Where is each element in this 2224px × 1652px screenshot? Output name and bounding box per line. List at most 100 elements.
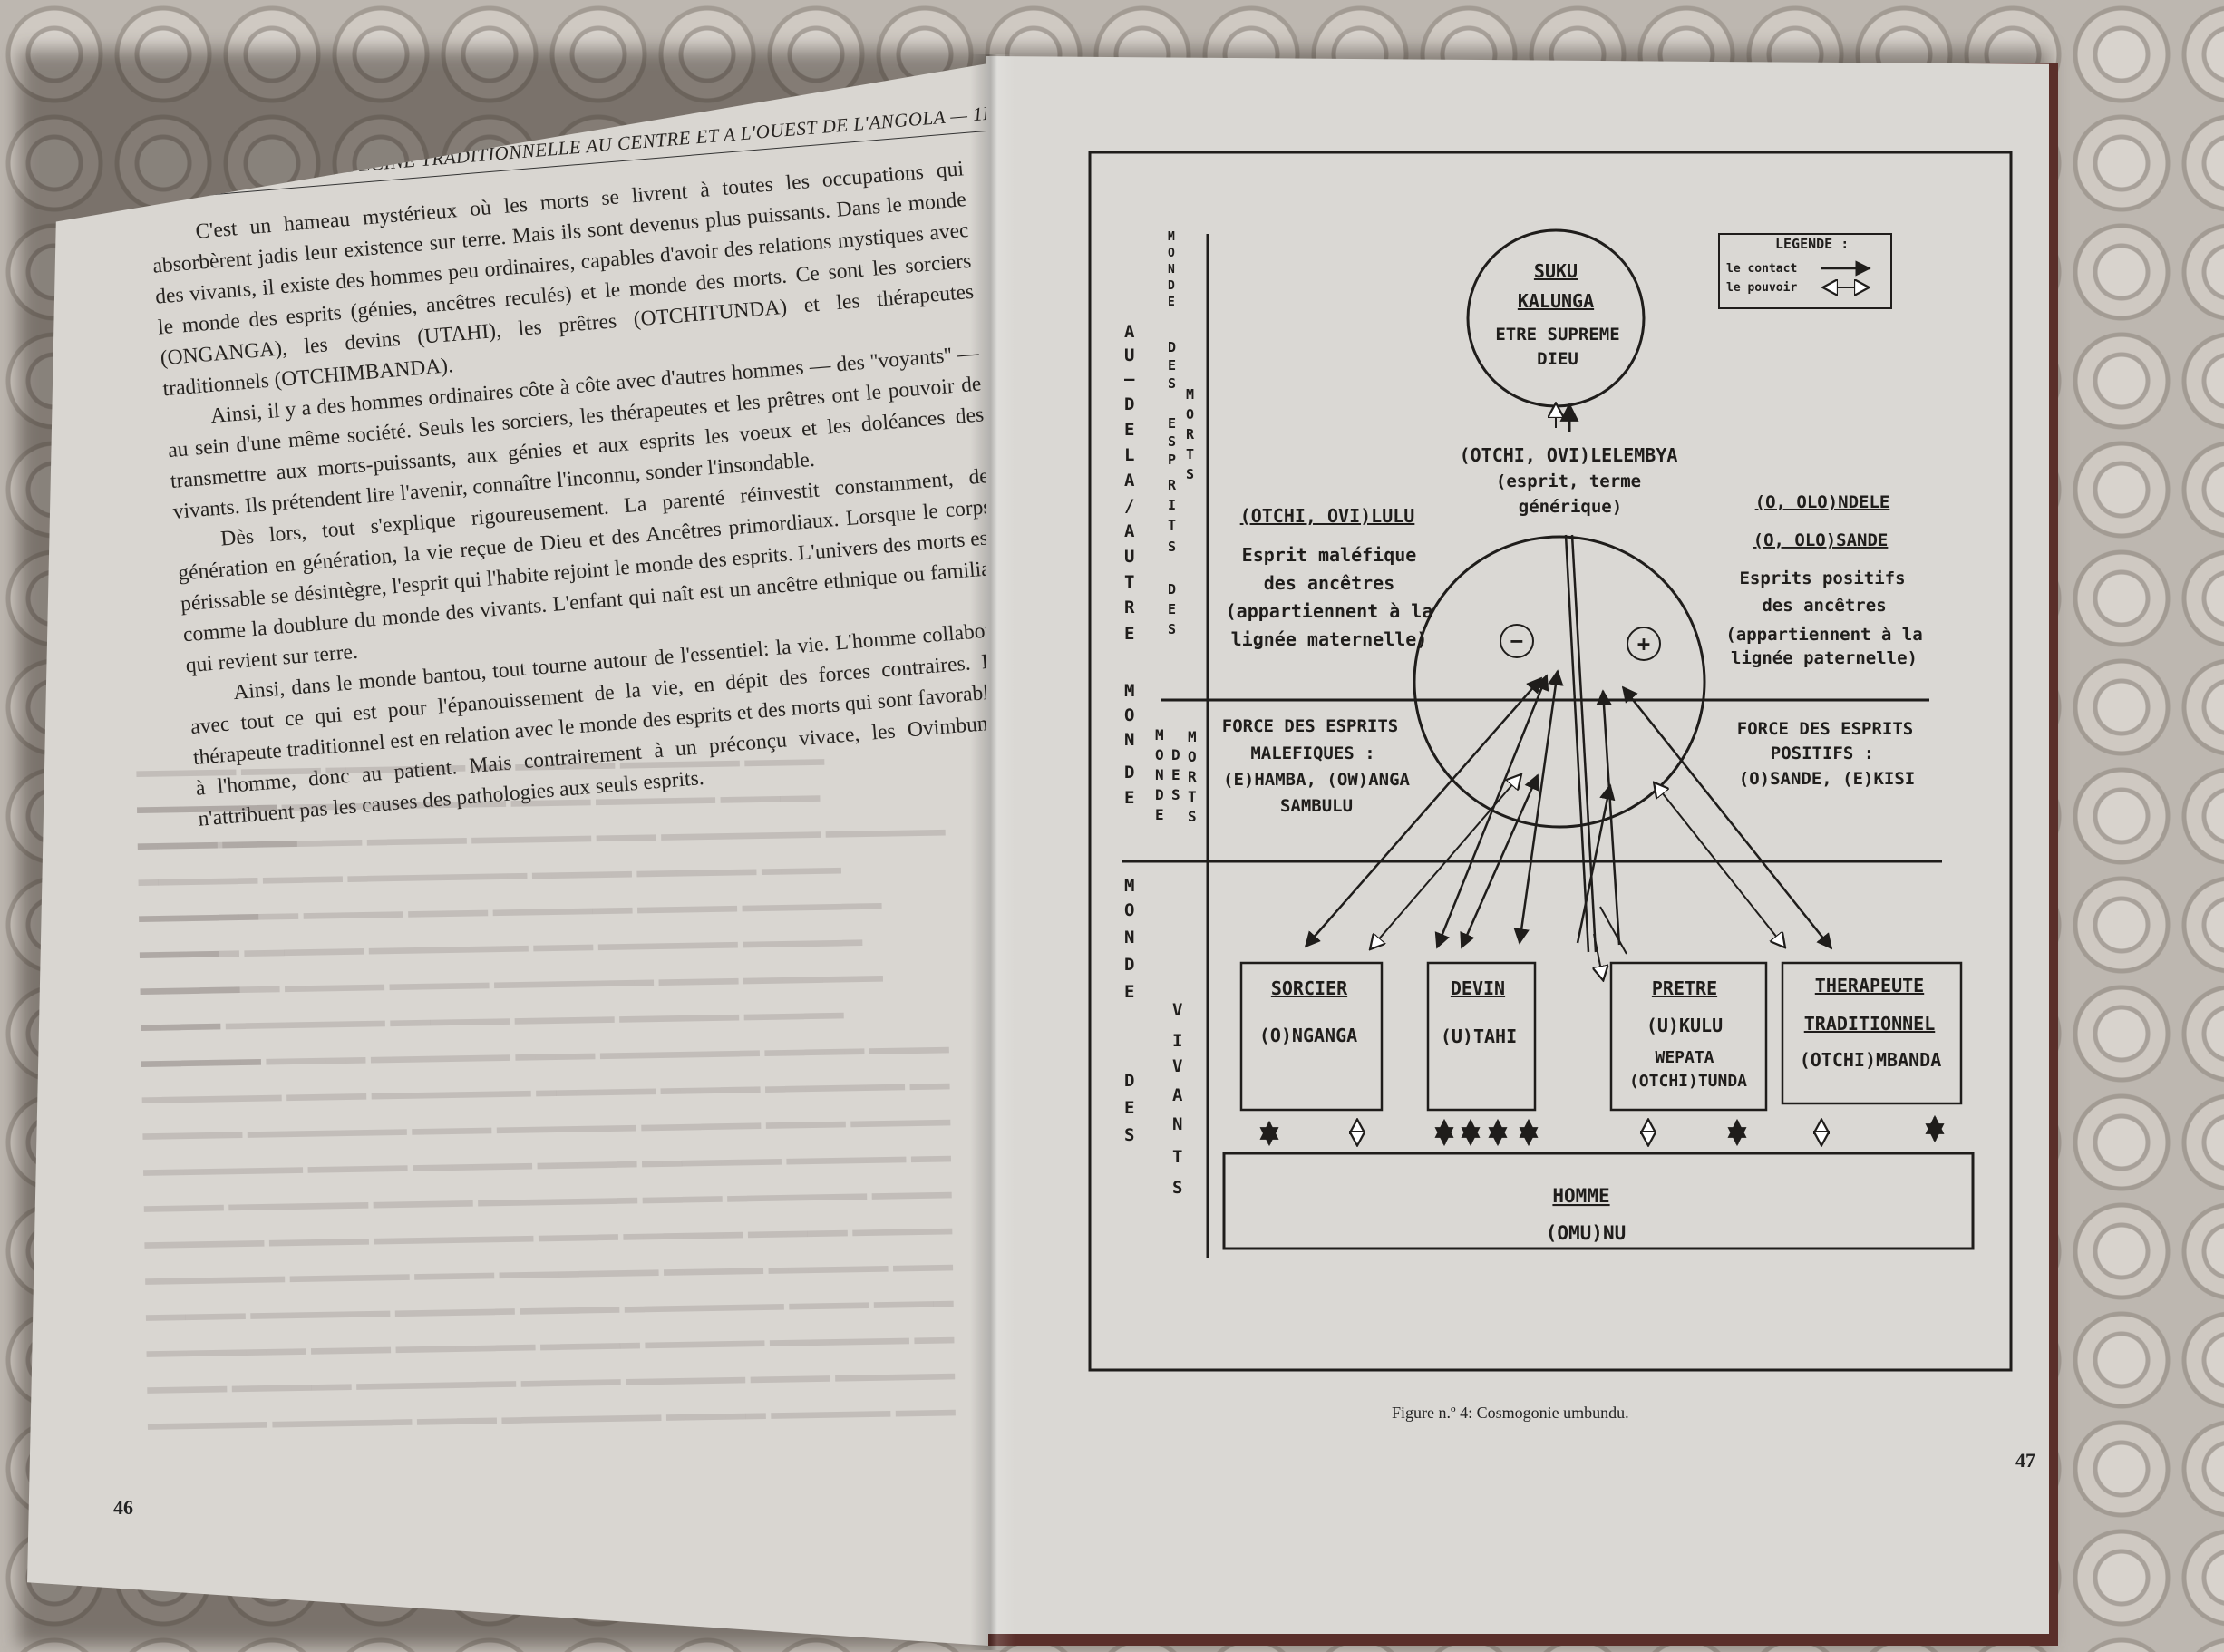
figure-frame — [1088, 151, 2013, 1372]
vertical-letter: M — [1124, 681, 1134, 701]
vertical-letter: U — [1124, 345, 1134, 365]
vertical-letter: E — [1124, 788, 1134, 808]
legend-contact-label: le contact — [1726, 262, 1797, 276]
pretre-title: PRETRE — [1652, 977, 1717, 999]
vertical-letter: S — [1168, 539, 1176, 555]
vertical-letter: I — [1172, 1031, 1182, 1051]
vertical-letter: R — [1124, 598, 1135, 617]
sorcier-title: SORCIER — [1271, 977, 1348, 999]
lulu-desc: (appartiennent à la — [1226, 600, 1433, 622]
force-malefic-title: MALEFIQUES : — [1250, 743, 1374, 763]
box-pretre: PRETRE (U)KULU WEPATA (OTCHI)TUNDA — [1609, 961, 1768, 1112]
vertical-letter: T — [1188, 788, 1197, 805]
plus-sign: + — [1627, 627, 1661, 661]
homme-name: (OMU)NU — [1546, 1222, 1627, 1244]
vertical-letter: — — [1124, 369, 1135, 389]
vertical-letter: D — [1168, 339, 1176, 355]
force-positive-title: POSITIFS : — [1771, 743, 1874, 763]
box-devin: DEVIN (U)TAHI — [1426, 961, 1537, 1112]
therapeute-name: (OTCHI)MBANDA — [1800, 1049, 1942, 1071]
force-malefic-title: FORCE DES ESPRITS — [1222, 716, 1398, 736]
vertical-letter: D — [1168, 279, 1175, 293]
pretre-name: (U)KULU — [1646, 1015, 1723, 1036]
therapeute-title: THERAPEUTE — [1815, 975, 1924, 996]
devin-name: (U)TAHI — [1441, 1025, 1517, 1047]
label-monde-des-morts: M O N D E D E S M O R T S — [1155, 726, 1197, 825]
lulu-desc: des ancêtres — [1264, 572, 1395, 594]
vertical-letter: T — [1172, 1147, 1182, 1167]
vertical-letter: M — [1186, 386, 1194, 403]
vertical-letter: L — [1124, 445, 1134, 465]
vertical-letter: D — [1124, 1071, 1134, 1091]
contact-arrow — [1596, 689, 1621, 946]
contact-arrow — [1513, 669, 1564, 945]
figure-caption: Figure n.º 4: Cosmogonie umbundu. — [1392, 1404, 1629, 1422]
vertical-letter: S — [1168, 433, 1176, 450]
vertical-letter: N — [1124, 928, 1134, 947]
vertical-letter: D — [1124, 763, 1134, 782]
dieu-label: DIEU — [1537, 349, 1578, 369]
vertical-letter: E — [1171, 766, 1180, 783]
vertical-letter: M — [1124, 876, 1134, 896]
vertical-letter: E — [1155, 806, 1164, 823]
positive-desc: (appartiennent à la — [1725, 625, 1922, 645]
vertical-letter: S — [1171, 786, 1180, 803]
lelembya-desc: (esprit, terme — [1496, 471, 1641, 491]
sande-title: (O, OLO)SANDE — [1753, 530, 1889, 550]
page-number-left: 46 — [113, 1496, 133, 1519]
plus-label: + — [1637, 631, 1650, 656]
vertical-letter: R — [1168, 477, 1177, 493]
vertical-letter: T — [1124, 572, 1134, 592]
vertical-letter: R — [1186, 426, 1195, 442]
vertical-letter: N — [1168, 263, 1175, 277]
vertical-letter: E — [1124, 982, 1134, 1002]
vertical-letter: S — [1188, 808, 1197, 825]
lulu-title: (OTCHI, OVI)LULU — [1240, 505, 1415, 527]
pretre-name: (OTCHI)TUNDA — [1629, 1072, 1747, 1091]
force-malefic-names: SAMBULU — [1280, 796, 1353, 816]
legend-title: LEGENDE : — [1775, 236, 1849, 252]
vertical-letter: E — [1168, 296, 1175, 309]
small-arrows — [1259, 1114, 1945, 1144]
vertical-letter: S — [1168, 375, 1176, 392]
vertical-letter: P — [1168, 452, 1176, 468]
sorcier-name: (O)NGANGA — [1259, 1025, 1357, 1046]
kalunga-label: KALUNGA — [1518, 290, 1594, 312]
force-malefic-names: (E)HAMBA, (OW)ANGA — [1223, 770, 1410, 790]
legend-pouvoir-label: le pouvoir — [1726, 281, 1797, 295]
devin-title: DEVIN — [1451, 977, 1505, 999]
ondele-title: (O, OLO)NDELE — [1755, 492, 1890, 512]
pretre-name: WEPATA — [1655, 1048, 1714, 1067]
vertical-letter: S — [1186, 466, 1194, 482]
box-sorcier: SORCIER (O)NGANGA — [1239, 961, 1384, 1112]
vertical-letter: O — [1168, 247, 1175, 260]
positive-desc: Esprits positifs — [1739, 568, 1905, 588]
positive-desc: lignée paternelle) — [1731, 648, 1918, 668]
vertical-letter: V — [1172, 1000, 1182, 1020]
vertical-letter: N — [1172, 1114, 1182, 1134]
vertical-letter: O — [1124, 705, 1134, 725]
central-axis-line — [1564, 534, 1590, 953]
lulu-desc: Esprit maléfique — [1242, 544, 1417, 566]
vertical-letter: N — [1124, 730, 1134, 750]
supreme-being: SUKU KALUNGA ETRE SUPREME DIEU — [1466, 228, 1646, 408]
box-therapeute: THERAPEUTE TRADITIONNEL (OTCHI)MBANDA — [1781, 961, 1963, 1105]
legend-box — [1718, 233, 1892, 309]
contact-arrow — [1576, 783, 1616, 944]
vertical-letter: O — [1124, 900, 1134, 920]
label-monde-des-esprits: M O N D E D E S E S P R I T S D E S — [1168, 230, 1177, 637]
spirits-circle — [1413, 535, 1706, 829]
vertical-letter: M — [1168, 230, 1175, 244]
vertical-letter: O — [1188, 748, 1197, 765]
vertical-letter: N — [1155, 766, 1164, 783]
vertical-letter: A — [1172, 1085, 1183, 1105]
vertical-letter: O — [1155, 746, 1164, 763]
vertical-letter: S — [1168, 621, 1176, 637]
vertical-letter: S — [1172, 1178, 1182, 1198]
vertical-letter: T — [1168, 517, 1176, 533]
therapeute-title: TRADITIONNEL — [1804, 1013, 1936, 1035]
lulu-desc: lignée maternelle) — [1231, 628, 1428, 650]
contact-arrow — [1434, 674, 1549, 949]
vertical-letter: M — [1188, 728, 1197, 745]
